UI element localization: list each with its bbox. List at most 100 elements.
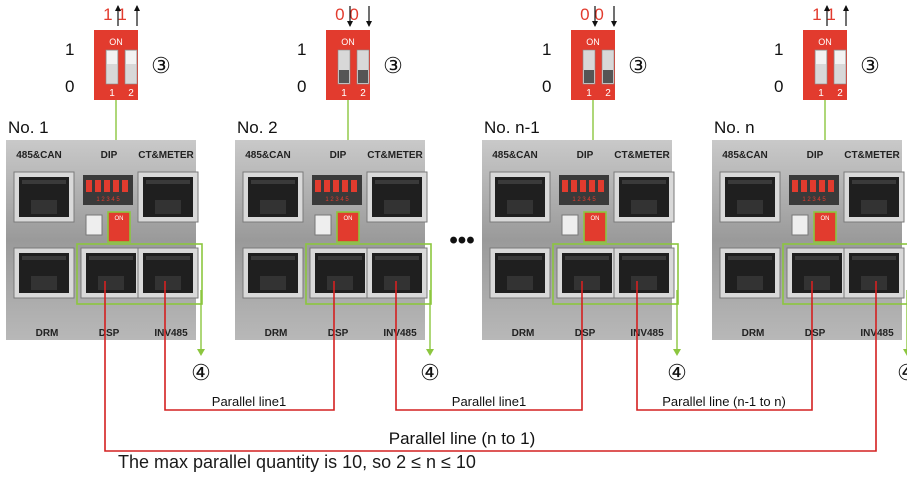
panel-connector bbox=[562, 215, 578, 235]
step-4-marker: ④ bbox=[191, 360, 211, 385]
dip-level-one-label: 1 bbox=[542, 40, 551, 59]
dip-switch-large: 101 1ON12③ bbox=[65, 5, 171, 100]
port-drm bbox=[243, 248, 303, 298]
dip-level-one-label: 1 bbox=[774, 40, 783, 59]
panel-dip-toggle bbox=[792, 180, 798, 192]
panel-dip-toggle bbox=[810, 180, 816, 192]
port-inv485 bbox=[367, 248, 427, 298]
panel-dip-toggle bbox=[342, 180, 348, 192]
port-label-drm: DRM bbox=[36, 328, 59, 339]
dip-toggle-knob bbox=[339, 70, 349, 83]
arrow-head-icon bbox=[903, 349, 907, 356]
step-3-marker: ③ bbox=[151, 53, 171, 78]
port-label-ctmeter: CT&METER bbox=[614, 150, 670, 161]
dip-pos2-label: 2 bbox=[128, 88, 134, 99]
panel-dip-toggle bbox=[580, 180, 586, 192]
ellipsis: ••• bbox=[449, 227, 474, 254]
port-label-dip: DIP bbox=[101, 150, 118, 161]
dip-level-zero-label: 0 bbox=[774, 77, 783, 96]
port-drm bbox=[720, 248, 780, 298]
port-label-485can: 485&CAN bbox=[245, 150, 291, 161]
panel-dip-on-label: ON bbox=[591, 216, 600, 222]
panel-dip-on-label: ON bbox=[344, 216, 353, 222]
unit-label: No. n bbox=[714, 118, 755, 137]
dip-on-label: ON bbox=[818, 37, 832, 47]
dip-on-label: ON bbox=[341, 37, 355, 47]
port-ctmeter bbox=[367, 172, 427, 222]
dip-toggle-knob bbox=[107, 51, 117, 64]
panel-connector bbox=[315, 215, 331, 235]
panel-dip-toggle bbox=[122, 180, 128, 192]
arrow-head-icon bbox=[134, 5, 140, 11]
dip-pos2-label: 2 bbox=[360, 88, 366, 99]
port-label-485can: 485&CAN bbox=[722, 150, 768, 161]
panel-background bbox=[712, 140, 902, 340]
step-3-marker: ③ bbox=[860, 53, 880, 78]
dip-level-zero-label: 0 bbox=[297, 77, 306, 96]
label-parallel-line1-b: Parallel line1 bbox=[452, 394, 526, 409]
port-label-inv485: INV485 bbox=[630, 328, 664, 339]
dip-on-label: ON bbox=[109, 37, 123, 47]
panel-dip-toggle bbox=[801, 180, 807, 192]
panel-dip-toggle bbox=[598, 180, 604, 192]
dip-pos1-label: 1 bbox=[109, 88, 115, 99]
port-inv485 bbox=[138, 248, 198, 298]
port-485can bbox=[720, 172, 780, 222]
dip-state-text: 0 0 bbox=[580, 5, 604, 24]
arrow-head-icon bbox=[197, 349, 205, 356]
dip-state-text: 0 0 bbox=[335, 5, 359, 24]
label-parallel-line1-a: Parallel line1 bbox=[212, 394, 286, 409]
port-dsp bbox=[310, 248, 370, 298]
step-3-marker: ③ bbox=[383, 53, 403, 78]
panel-dip-toggle bbox=[104, 180, 110, 192]
port-drm bbox=[490, 248, 550, 298]
panel-dip-toggle bbox=[828, 180, 834, 192]
port-label-485can: 485&CAN bbox=[16, 150, 62, 161]
panel-dip-on-label: ON bbox=[115, 216, 124, 222]
panel-dip-numbers: 1 2 3 4 5 bbox=[96, 197, 120, 203]
arrow-head-icon bbox=[426, 349, 434, 356]
arrow-head-icon bbox=[673, 349, 681, 356]
port-label-dsp: DSP bbox=[99, 328, 120, 339]
panel-dip-on-label: ON bbox=[821, 216, 830, 222]
panel-dip-toggle bbox=[113, 180, 119, 192]
dip-pos1-label: 1 bbox=[586, 88, 592, 99]
dip-pos1-label: 1 bbox=[341, 88, 347, 99]
panel-dip-numbers: 1 2 3 4 5 bbox=[325, 197, 349, 203]
arrow-head-icon bbox=[611, 21, 617, 27]
arrow-head-icon bbox=[366, 21, 372, 27]
dip-level-zero-label: 0 bbox=[542, 77, 551, 96]
panel-dip-toggle bbox=[315, 180, 321, 192]
panel-dip-toggle bbox=[86, 180, 92, 192]
port-ctmeter bbox=[844, 172, 904, 222]
port-dsp bbox=[557, 248, 617, 298]
caption-max-quantity: The max parallel quantity is 10, so 2 ≤ … bbox=[118, 452, 476, 473]
arrow-head-icon bbox=[592, 21, 598, 27]
port-inv485 bbox=[614, 248, 674, 298]
arrow-head-icon bbox=[843, 5, 849, 11]
label-parallel-n1: Parallel line (n-1 to n) bbox=[662, 394, 786, 409]
dip-toggle-knob bbox=[358, 70, 368, 83]
port-dsp bbox=[787, 248, 847, 298]
port-label-inv485: INV485 bbox=[154, 328, 188, 339]
panel-dip-numbers: 1 2 3 4 5 bbox=[572, 197, 596, 203]
panel-dip-toggle bbox=[589, 180, 595, 192]
panel-dip-toggle bbox=[95, 180, 101, 192]
unit-label: No. 1 bbox=[8, 118, 49, 137]
port-panel: 485&CANDIPCT&METERDRMDSPINV4851 2 3 4 5O… bbox=[712, 140, 907, 340]
dip-state-text: 1 1 bbox=[812, 5, 836, 24]
port-label-dsp: DSP bbox=[328, 328, 349, 339]
unit-label: No. n-1 bbox=[484, 118, 540, 137]
port-label-drm: DRM bbox=[512, 328, 535, 339]
port-inv485 bbox=[844, 248, 904, 298]
panel-connector bbox=[86, 215, 102, 235]
dip-level-one-label: 1 bbox=[65, 40, 74, 59]
port-label-inv485: INV485 bbox=[383, 328, 417, 339]
inverter-unit: No. n101 1ON12③485&CANDIPCT&METERDRMDSPI… bbox=[712, 5, 907, 385]
panel-dip-numbers: 1 2 3 4 5 bbox=[802, 197, 826, 203]
port-panel: 485&CANDIPCT&METERDRMDSPINV4851 2 3 4 5O… bbox=[482, 140, 678, 340]
step-4-marker: ④ bbox=[897, 360, 907, 385]
